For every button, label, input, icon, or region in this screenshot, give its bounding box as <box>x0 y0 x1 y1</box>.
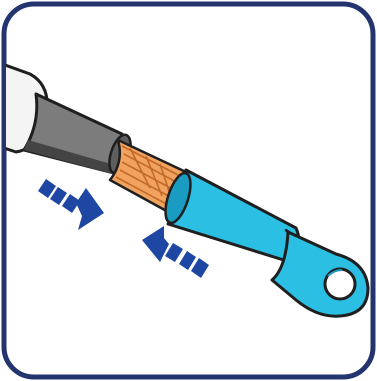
insulation-shadow <box>24 140 118 174</box>
insert-cable-arrow <box>38 179 104 230</box>
lug-hole <box>323 267 357 301</box>
copper-strands <box>115 145 181 208</box>
push-lug-arrow <box>142 226 209 278</box>
lug-hole-shade <box>327 269 343 277</box>
lug-barrel-end <box>164 171 192 225</box>
